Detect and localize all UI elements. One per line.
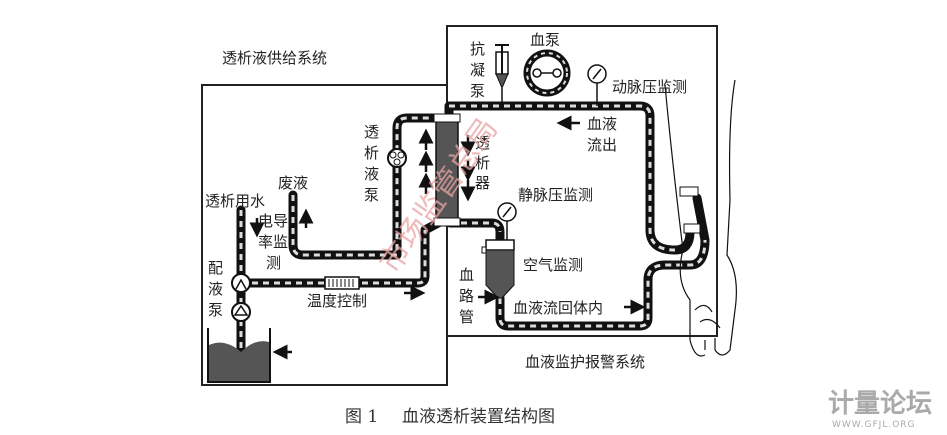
- dialyzer-label-2: 析: [475, 154, 490, 172]
- proportioning-pump-label-1: 配: [208, 259, 223, 277]
- forum-logo: 计量论坛: [828, 389, 932, 419]
- dialysis-water-label: 透析用水: [205, 192, 265, 210]
- patient-arm-icon: [664, 79, 737, 357]
- blood-tubing: [444, 101, 710, 331]
- dialyzer-label-1: 透: [475, 134, 490, 152]
- arterial-pressure-gauge-icon: [587, 64, 607, 106]
- forum-url: WWW.GFJL.ORG: [832, 420, 916, 430]
- arterial-needle-icon: [679, 186, 699, 197]
- blood-pump-icon: [523, 49, 571, 97]
- figure-title: 血液透析装置结构图: [402, 407, 555, 427]
- anticoagulant-pump-label-3: 泵: [470, 82, 485, 100]
- venous-needle-icon: [683, 223, 701, 234]
- blood-return-label: 血液流回体内: [513, 299, 603, 317]
- anticoagulant-pump-icon: [495, 44, 509, 106]
- air-trap-chamber: [481, 239, 515, 299]
- conductivity-monitor-label-2: 率监: [258, 233, 288, 251]
- arterial-pressure-monitor-label: 动脉压监测: [612, 78, 687, 96]
- dialysate-pump-icon: [387, 148, 407, 168]
- dialyzer: [433, 113, 461, 227]
- blood-monitor-alarm-system-label: 血液监护报警系统: [525, 353, 645, 371]
- proportioning-pump-label-3: 泵: [208, 301, 223, 319]
- blood-outflow-label-1: 血液: [587, 115, 617, 133]
- dialysate-pump-label-3: 液: [364, 165, 379, 183]
- air-monitor-label: 空气监测: [523, 256, 583, 274]
- anticoagulant-pump-label-2: 凝: [470, 61, 485, 79]
- dialysate-pump-label-4: 泵: [364, 186, 379, 204]
- temperature-control-icon: [324, 276, 360, 290]
- venous-pressure-gauge-icon: [497, 202, 517, 240]
- blood-line-label-2: 路: [459, 287, 474, 305]
- conductivity-monitor-label-1: 电导: [258, 212, 288, 230]
- blood-line-label-1: 血: [459, 266, 474, 284]
- proportioning-pump-icon: [231, 273, 251, 322]
- dialysate-pump-label-2: 析: [364, 144, 379, 162]
- blood-pump-label: 血泵: [530, 31, 560, 49]
- anticoagulant-pump-label-1: 抗: [470, 40, 485, 58]
- figure-number: 图 1: [345, 407, 378, 427]
- venous-pressure-monitor-label: 静脉压监测: [518, 186, 593, 204]
- conductivity-monitor-label-3: 测: [266, 254, 281, 272]
- dialysate-pump-label-1: 透: [364, 123, 379, 141]
- dialyzer-label-3: 器: [475, 174, 490, 192]
- dialysate-supply-system-label: 透析液供给系统: [222, 49, 327, 67]
- blood-line-label-3: 管: [459, 308, 474, 326]
- proportioning-pump-label-2: 液: [208, 280, 223, 298]
- blood-outflow-label-2: 流出: [587, 136, 617, 154]
- waste-liquid-label: 废液: [278, 174, 308, 192]
- dialysate-tank: [207, 328, 271, 383]
- temperature-control-label: 温度控制: [307, 292, 367, 310]
